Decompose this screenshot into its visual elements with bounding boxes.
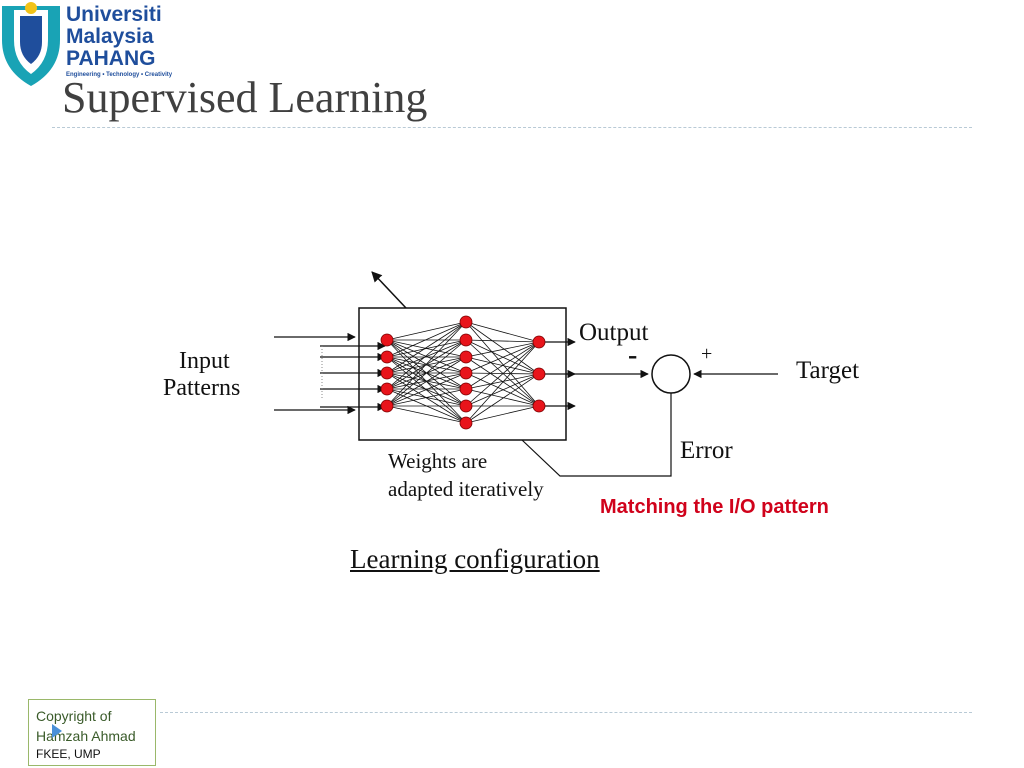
hidden-node	[459, 315, 473, 329]
connection-line	[386, 321, 467, 358]
weights-label-line1: Weights are	[388, 449, 487, 473]
input-node	[380, 382, 394, 396]
copyright-line-1: Copyright of	[36, 708, 112, 724]
hidden-node	[459, 333, 473, 347]
minus-sign: -	[628, 340, 637, 371]
university-logo: Universiti Malaysia PAHANG Engineering •…	[0, 0, 190, 90]
error-feedback-line	[521, 393, 672, 477]
network-nodes	[380, 315, 546, 430]
connection-line	[386, 372, 467, 424]
input-node	[380, 350, 394, 364]
output-node	[532, 335, 546, 349]
input-node	[380, 399, 394, 413]
slide-nav-arrow-icon[interactable]	[52, 724, 62, 738]
connection-line	[386, 339, 467, 358]
connection-line	[465, 341, 540, 424]
shield-logo-icon	[2, 2, 60, 86]
connection-line	[465, 373, 540, 390]
comparator-circle	[651, 354, 691, 394]
connections-input-hidden	[386, 321, 467, 424]
weights-label-line2: adapted iteratively	[388, 477, 544, 501]
footer-divider	[160, 712, 972, 713]
connection-line	[465, 372, 540, 407]
hidden-node	[459, 366, 473, 380]
input-label-line1: Input	[179, 348, 230, 374]
hidden-node	[459, 416, 473, 430]
connection-line	[386, 372, 467, 390]
input-label-line2: Patterns	[163, 375, 240, 401]
connection-line	[465, 388, 540, 407]
connection-line	[386, 321, 467, 407]
connection-line	[465, 321, 540, 407]
input-node	[380, 333, 394, 347]
logo-line-2: Malaysia	[66, 25, 154, 48]
connection-line	[386, 372, 467, 407]
connection-line	[386, 356, 467, 424]
connection-line	[465, 373, 540, 424]
connections-hidden-output	[465, 321, 540, 424]
connection-line	[386, 356, 467, 407]
logo-wordmark: Universiti Malaysia PAHANG Engineering •…	[66, 3, 173, 79]
diagram-caption: Learning configuration	[350, 544, 600, 574]
connection-line	[465, 373, 540, 407]
connection-line	[386, 339, 467, 374]
weight-adjust-arrow	[371, 271, 407, 309]
logo-line-1: Universiti	[66, 3, 162, 26]
plus-sign: +	[701, 343, 712, 365]
copyright-org: FKEE, UMP	[36, 747, 101, 761]
connection-line	[465, 405, 540, 424]
connection-line	[386, 339, 467, 407]
connection-line	[465, 339, 540, 375]
logo-line-3: PAHANG	[66, 47, 156, 70]
supervised-learning-diagram: Input Patterns Output - + Target Error W…	[163, 271, 859, 501]
connection-line	[465, 339, 540, 407]
connection-line	[465, 341, 540, 407]
hidden-node	[459, 350, 473, 364]
output-node	[532, 367, 546, 381]
copyright-box: Copyright of Hamzah Ahmad FKEE, UMP	[28, 699, 156, 766]
target-label: Target	[796, 357, 859, 384]
connection-line	[386, 321, 467, 390]
hidden-node	[459, 399, 473, 413]
matching-annotation: Matching the I/O pattern	[600, 496, 829, 518]
connection-line	[465, 321, 540, 375]
slide-title: Supervised Learning	[62, 73, 428, 122]
connection-line	[386, 405, 467, 424]
output-label: Output	[579, 319, 649, 346]
input-arrows	[274, 332, 386, 415]
connection-line	[386, 321, 467, 341]
output-node	[532, 399, 546, 413]
connection-line	[465, 321, 540, 343]
connection-line	[465, 341, 540, 358]
error-label: Error	[680, 437, 733, 464]
connection-line	[386, 321, 467, 374]
connection-line	[386, 356, 467, 374]
connection-line	[465, 339, 540, 343]
connection-line	[386, 388, 467, 407]
logo-tagline: Engineering • Technology • Creativity	[66, 72, 173, 78]
connection-line	[465, 341, 540, 390]
input-node	[380, 366, 394, 380]
title-divider	[52, 127, 972, 128]
connection-line	[465, 341, 540, 374]
hidden-node	[459, 382, 473, 396]
